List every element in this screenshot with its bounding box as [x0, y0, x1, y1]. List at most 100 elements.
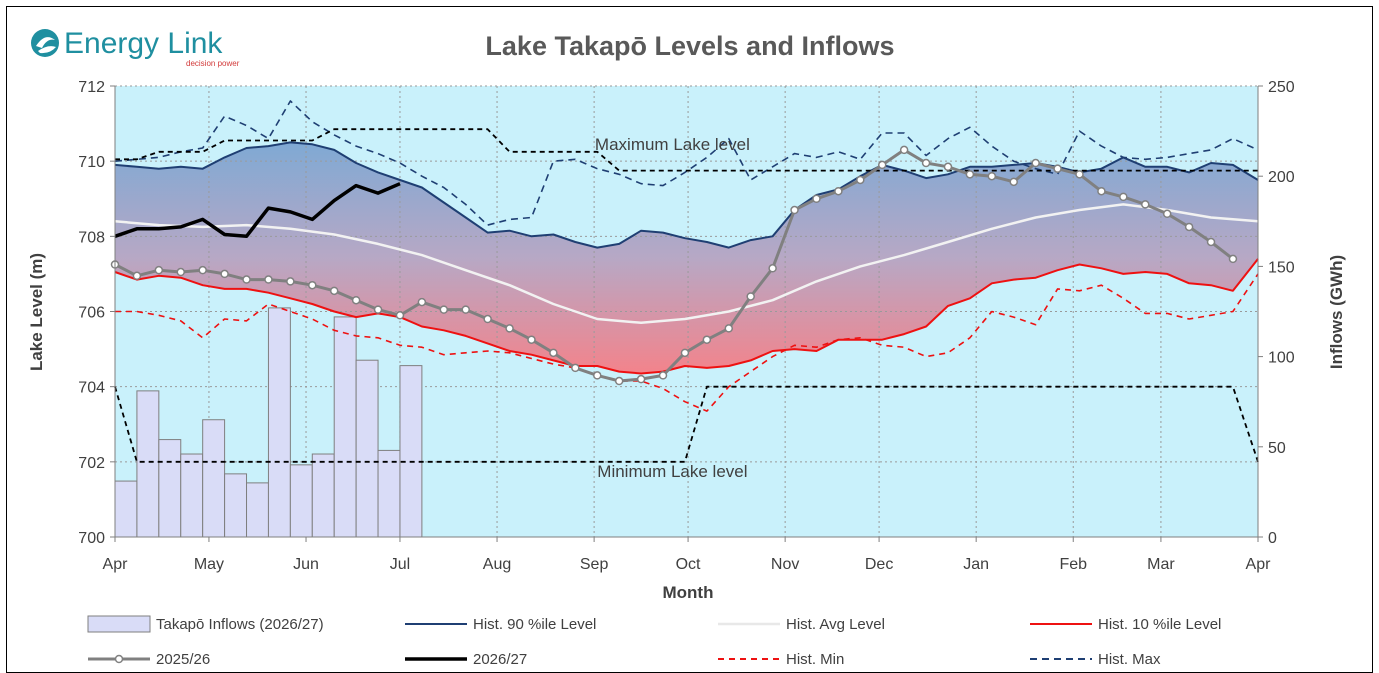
- logo-text: Energy Link: [64, 27, 223, 60]
- series-point-2025-26: [1162, 209, 1172, 219]
- series-point-2025-26: [614, 376, 624, 386]
- series-point-2025-26: [483, 314, 492, 324]
- x-tick-label: Jun: [293, 556, 319, 573]
- y2-tick-label: 50: [1268, 440, 1286, 457]
- series-point-2025-26: [1184, 222, 1194, 232]
- series-point-2025-26: [1009, 177, 1018, 187]
- y-tick-label: 702: [78, 455, 105, 472]
- legend-swatch-takap-inflows-2026-27: [87, 615, 151, 633]
- series-point-2025-26: [702, 335, 712, 344]
- series-point-2025-26: [220, 269, 229, 279]
- series-point-2025-26: [395, 311, 405, 320]
- series-point-2025-26: [724, 324, 734, 333]
- legend-label-hist-avg-level: Hist. Avg Level: [786, 616, 885, 633]
- y2-tick-label: 150: [1268, 259, 1295, 276]
- x-tick-label: Sep: [580, 556, 609, 573]
- y-axis-title: Lake Level (m): [27, 253, 46, 371]
- series-line-2026-27: [114, 182, 401, 239]
- x-tick-label: Mar: [1147, 556, 1175, 573]
- series-point-2025-26: [373, 305, 383, 314]
- series-point-2025-26: [768, 264, 777, 273]
- series-line-hist-max: [114, 100, 1259, 226]
- inflow-bar: [136, 390, 160, 538]
- x-tick-label: Oct: [676, 556, 701, 573]
- inflow-bar: [267, 307, 291, 538]
- y-tick-label: 710: [78, 154, 105, 171]
- y-tick-label: 704: [78, 380, 105, 397]
- series-lines: [110, 100, 1259, 463]
- legend-label-takap-inflows-2026-27: Takapō Inflows (2026/27): [156, 616, 324, 633]
- series-line-hist-90-ile-level: [114, 141, 1259, 249]
- series-point-2025-26: [834, 186, 843, 196]
- chart-title: Lake Takapō Levels and Inflows: [485, 31, 894, 61]
- legend-marker-2025-26: [114, 654, 124, 664]
- series-point-2025-26: [636, 374, 646, 384]
- series-point-2025-26: [549, 348, 558, 358]
- x-tick-label: Jan: [963, 556, 989, 573]
- x-tick-label: Nov: [771, 556, 799, 573]
- series-point-2025-26: [461, 305, 470, 314]
- series-point-2025-26: [1053, 164, 1062, 173]
- x-tick-label: Feb: [1059, 556, 1087, 573]
- series-point-2025-26: [286, 277, 295, 286]
- series-point-2025-26: [505, 324, 514, 333]
- series-point-2025-26: [264, 275, 273, 284]
- series-point-2025-26: [1097, 186, 1106, 196]
- inflow-bar: [311, 453, 335, 538]
- inflow-bar: [399, 365, 423, 538]
- series-line-minimum-lake-level: [114, 385, 1259, 463]
- legend-label-2025-26: 2025/26: [156, 651, 210, 668]
- series-point-2025-26: [790, 205, 799, 215]
- series-point-2025-26: [746, 292, 755, 301]
- legend-label-hist-max: Hist. Max: [1098, 651, 1161, 668]
- y-tick-label: 708: [78, 229, 105, 246]
- series-point-2025-26: [417, 297, 427, 307]
- legend-label-hist-10-ile-level: Hist. 10 %ile Level: [1098, 616, 1221, 633]
- inflow-bar: [355, 359, 379, 538]
- x-axis-title: Month: [663, 583, 714, 602]
- x-tick-label: Jul: [390, 556, 410, 573]
- series-point-2025-26: [965, 170, 975, 179]
- x-tick-label: Dec: [865, 556, 893, 573]
- series-point-2025-26: [527, 335, 536, 344]
- y-tick-label: 712: [78, 79, 105, 96]
- inflow-bar: [158, 439, 182, 538]
- y2-tick-label: 250: [1268, 79, 1295, 96]
- series-point-2025-26: [242, 275, 251, 284]
- y2-tick-label: 100: [1268, 350, 1295, 367]
- series-point-2025-26: [1075, 170, 1084, 179]
- y2-tick-label: 200: [1268, 169, 1295, 186]
- series-point-2025-26: [154, 265, 164, 275]
- inflow-bar: [289, 464, 313, 538]
- energy-link-logo: Energy Link decision power: [31, 27, 240, 68]
- series-point-2025-26: [856, 175, 865, 185]
- series-point-2025-26: [593, 371, 602, 380]
- series-point-2025-26: [680, 348, 690, 358]
- x-tick-label: Apr: [1246, 556, 1272, 573]
- inflow-bar: [202, 419, 226, 538]
- series-point-2025-26: [987, 171, 997, 181]
- series-point-2025-26: [1228, 254, 1238, 264]
- inflow-bar: [180, 453, 204, 538]
- series-point-2025-26: [1119, 192, 1128, 202]
- logo-tagline: decision power: [186, 59, 240, 68]
- series-point-2025-26: [943, 162, 953, 172]
- y-tick-label: 706: [78, 305, 105, 322]
- inflow-bar: [224, 473, 248, 538]
- series-point-2025-26: [308, 280, 317, 290]
- series-point-2025-26: [132, 271, 142, 281]
- inflow-bar: [246, 482, 269, 538]
- series-point-2025-26: [329, 286, 339, 296]
- series-point-2025-26: [877, 160, 887, 170]
- series-point-2025-26: [176, 267, 186, 277]
- series-point-2025-26: [439, 305, 449, 314]
- series-point-2025-26: [1141, 200, 1150, 209]
- inflow-bar: [333, 316, 357, 538]
- series-line-2025-26: [114, 148, 1234, 383]
- legend-label-hist-min: Hist. Min: [786, 651, 844, 668]
- series-point-2025-26: [198, 265, 207, 275]
- legend-label-2026-27: 2026/27: [473, 651, 527, 668]
- y-tick-label: 700: [78, 530, 105, 547]
